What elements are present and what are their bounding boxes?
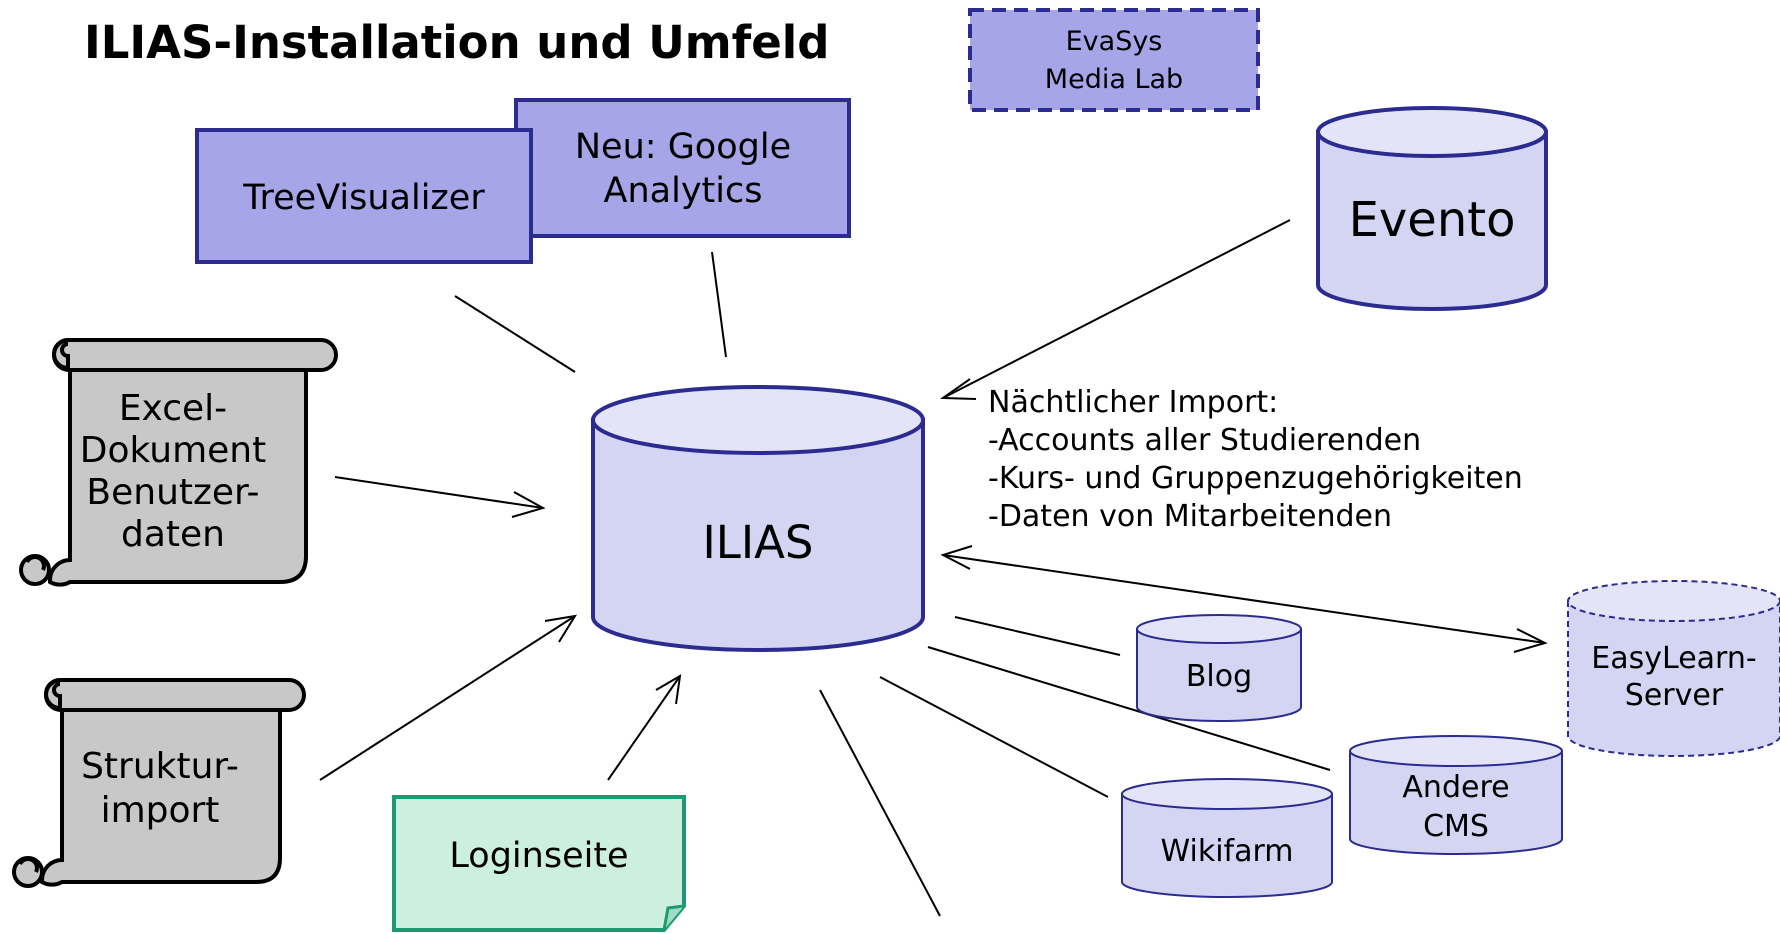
connectors [319, 219, 1548, 917]
import-note-item: -Accounts aller Studierenden [988, 423, 1422, 458]
arrowhead-ilias [940, 545, 973, 570]
arrowhead-struktur [544, 614, 578, 643]
blog-cylinder: Blog [1136, 614, 1302, 722]
evento-label: Evento [1349, 192, 1516, 248]
excel-line1: Excel- [119, 388, 227, 429]
import-note-item: -Kurs- und Gruppenzugehörigkeiten [988, 461, 1523, 496]
strukturimport-line1: Struktur- [81, 746, 239, 787]
treevisualizer-label: TreeVisualizer [242, 178, 485, 218]
arrow-excel-ilias [334, 476, 544, 509]
excel-line2: Dokument [80, 430, 266, 471]
arrow-evento-ilias [942, 219, 1291, 399]
import-note: Nächtlicher Import: -Accounts aller Stud… [988, 384, 1523, 536]
line-ilias-blog [954, 616, 1121, 656]
evasys-box: EvaSys Media Lab [968, 8, 1260, 112]
arrowhead-login [655, 674, 682, 705]
easylearn-cylinder: EasyLearn- Server [1567, 580, 1780, 757]
andere-cms-line2: CMS [1423, 809, 1489, 844]
arrowhead-excel [511, 491, 546, 518]
excel-scroll: Excel- Dokument Benutzer- daten [19, 338, 338, 587]
andere-cms-line1: Andere [1402, 770, 1509, 805]
evento-cylinder: Evento [1316, 106, 1548, 311]
arrow-struktur-ilias [319, 615, 576, 781]
strukturimport-line2: import [101, 790, 220, 831]
import-note-item: -Daten von Mitarbeitenden [988, 499, 1393, 534]
arrowhead-easylearn [1513, 628, 1548, 653]
strukturimport-scroll: Struktur- import [12, 678, 306, 888]
line-google-ilias [711, 251, 727, 358]
google-analytics-line1: Neu: Google [575, 127, 791, 167]
ilias-cylinder: ILIAS [591, 385, 925, 652]
loginseite-label: Loginseite [449, 836, 628, 876]
line-ilias-wikifarm [879, 676, 1109, 798]
line-ilias-down [819, 689, 941, 917]
easylearn-line2: Server [1625, 678, 1724, 713]
arrow-ilias-easylearn [942, 554, 1546, 644]
ilias-label: ILIAS [703, 516, 814, 569]
import-note-heading: Nächtlicher Import: [988, 385, 1279, 420]
evasys-line1: EvaSys [1066, 26, 1163, 57]
treevisualizer-box: TreeVisualizer [195, 128, 533, 264]
blog-label: Blog [1186, 659, 1252, 694]
line-ilias-cms [927, 646, 1331, 771]
arrow-login-ilias [607, 675, 681, 781]
page-title: ILIAS-Installation und Umfeld [84, 16, 830, 69]
andere-cms-cylinder: Andere CMS [1349, 735, 1563, 855]
line-treevisualizer-ilias [454, 295, 576, 373]
wikifarm-label: Wikifarm [1160, 834, 1293, 869]
arrowhead-evento [939, 378, 977, 400]
easylearn-line1: EasyLearn- [1591, 641, 1756, 676]
evasys-line2: Media Lab [1045, 64, 1183, 95]
loginseite-note: Loginseite [392, 795, 686, 932]
excel-line3: Benutzer- [86, 472, 259, 513]
google-analytics-box: Neu: Google Analytics [514, 98, 851, 238]
excel-line4: daten [121, 514, 225, 555]
google-analytics-line2: Analytics [604, 171, 763, 211]
wikifarm-cylinder: Wikifarm [1121, 778, 1333, 898]
